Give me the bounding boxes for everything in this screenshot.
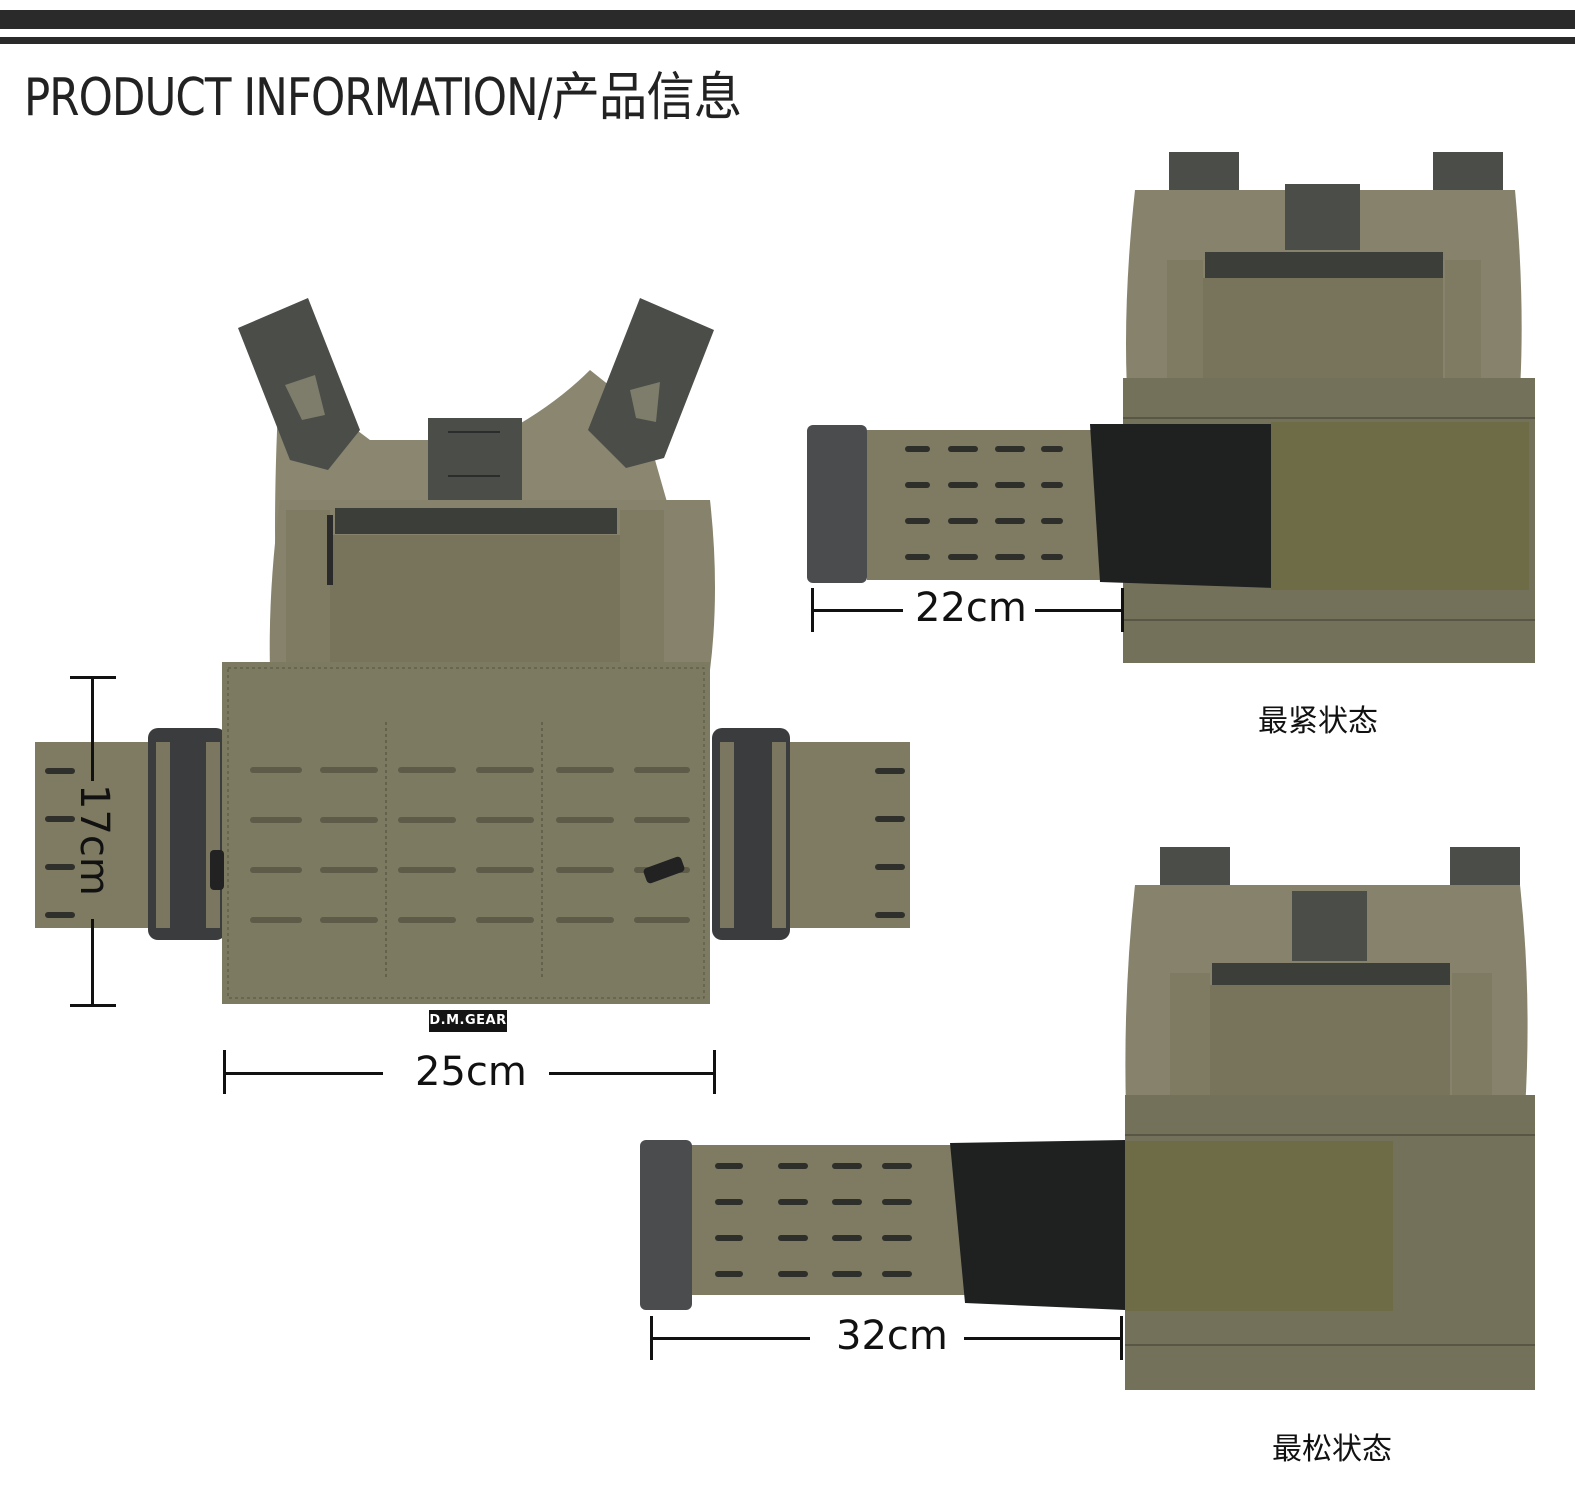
- dim-line-left: [650, 1337, 810, 1340]
- loose-state-photo: [620, 845, 1540, 1395]
- dim-tick-right: [713, 1050, 716, 1094]
- dim-tick-right: [1120, 1316, 1123, 1360]
- header-bar-thick: [0, 10, 1575, 29]
- tight-state-caption: 最紧状态: [1258, 704, 1378, 739]
- dim-line-lower: [91, 919, 94, 1005]
- loose-state-caption: 最松状态: [1272, 1432, 1392, 1467]
- dim-line-right: [964, 1337, 1122, 1340]
- dim-tick-right: [1121, 588, 1124, 632]
- dim-line-left: [811, 609, 903, 612]
- dim-line-upper: [91, 676, 94, 781]
- dim-line-left: [223, 1072, 383, 1075]
- brand-tag: D.M.GEAR: [429, 1010, 507, 1032]
- dim-line-right: [549, 1072, 715, 1075]
- width-label: 25cm: [415, 1049, 527, 1095]
- height-label: 17cm: [71, 784, 117, 896]
- loose-dimension-label: 32cm: [836, 1313, 948, 1359]
- dim-line-right: [1035, 609, 1123, 612]
- tight-state-photo: [805, 150, 1545, 670]
- tight-dimension-label: 22cm: [915, 585, 1027, 631]
- header-bar-thin: [0, 37, 1575, 44]
- dim-tick-bottom: [70, 1004, 116, 1007]
- main-vest-photo: [30, 290, 920, 1050]
- page-title: PRODUCT INFORMATION/产品信息: [24, 68, 742, 128]
